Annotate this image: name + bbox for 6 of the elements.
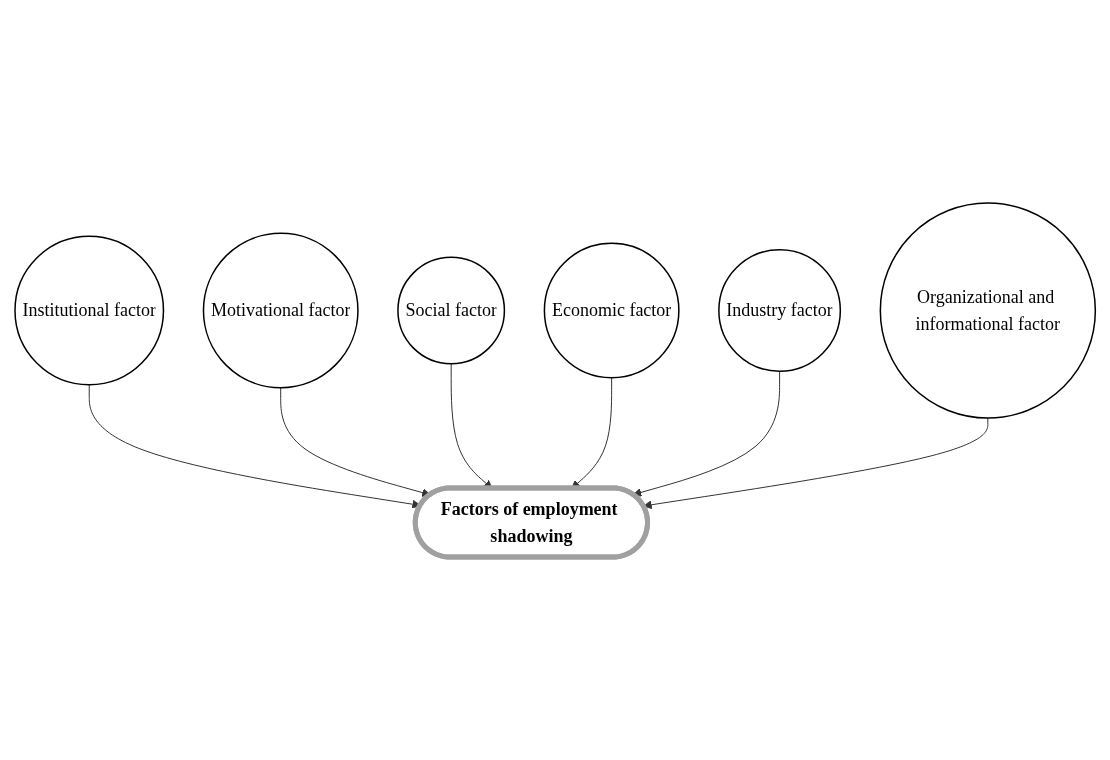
node-circle: Institutional factor xyxy=(14,235,165,386)
node-circle: Organizational and informational factor xyxy=(879,202,1096,419)
node-circle: Industry factor xyxy=(717,249,841,372)
node-circle: Social factor xyxy=(397,256,505,365)
node-circle: Economic factor xyxy=(543,242,680,379)
node-circle: Motivational factor xyxy=(202,232,359,389)
